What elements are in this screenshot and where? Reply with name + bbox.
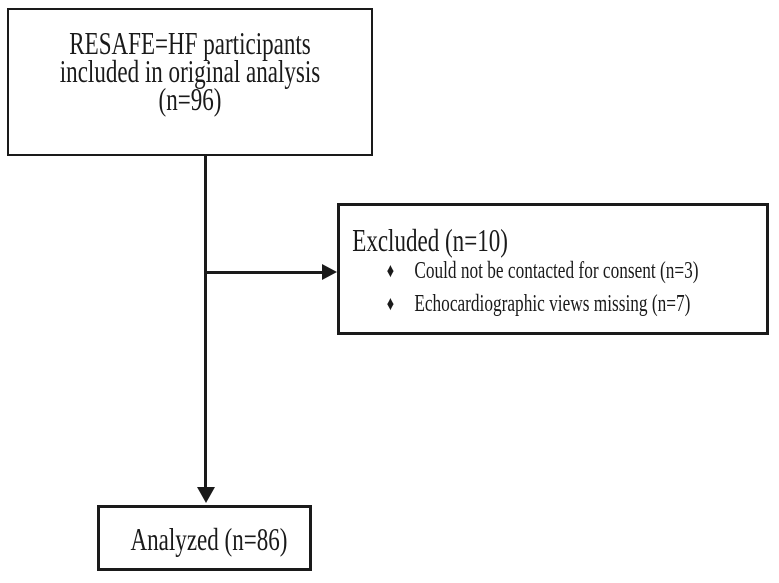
excluded-item-2-text: Echocardiographic views missing (n=7): [414, 291, 691, 317]
excluded-item-1-text: Could not be contacted for consent (n=3): [414, 258, 699, 284]
diamond-bullet-icon: ♦: [386, 293, 395, 315]
excluded-title: Excluded (n=10): [352, 222, 508, 258]
connector-horizontal-line: [205, 271, 323, 274]
analyzed-label: Analyzed (n=86): [130, 521, 288, 557]
excluded-item-2: ♦ Echocardiographic views missing (n=7): [352, 288, 750, 321]
original-cohort-line-2: included in original analysis: [59, 53, 321, 89]
original-cohort-line-1: RESAFE=HF participants: [69, 25, 311, 61]
original-cohort-count: (n=96): [158, 81, 222, 117]
connector-vertical-line: [204, 156, 207, 488]
original-cohort-text: RESAFE=HF participants included in origi…: [10, 25, 370, 117]
box-analyzed: Analyzed (n=86): [97, 505, 312, 571]
arrowhead-right-icon: [322, 264, 337, 280]
arrowhead-down-icon: [196, 487, 215, 503]
diamond-bullet-icon: ♦: [386, 260, 395, 282]
excluded-content: Excluded (n=10) ♦ Could not be contacted…: [340, 206, 750, 321]
box-original-cohort: RESAFE=HF participants included in origi…: [7, 8, 373, 156]
box-excluded: Excluded (n=10) ♦ Could not be contacted…: [337, 203, 769, 335]
excluded-item-1: ♦ Could not be contacted for consent (n=…: [352, 255, 750, 288]
